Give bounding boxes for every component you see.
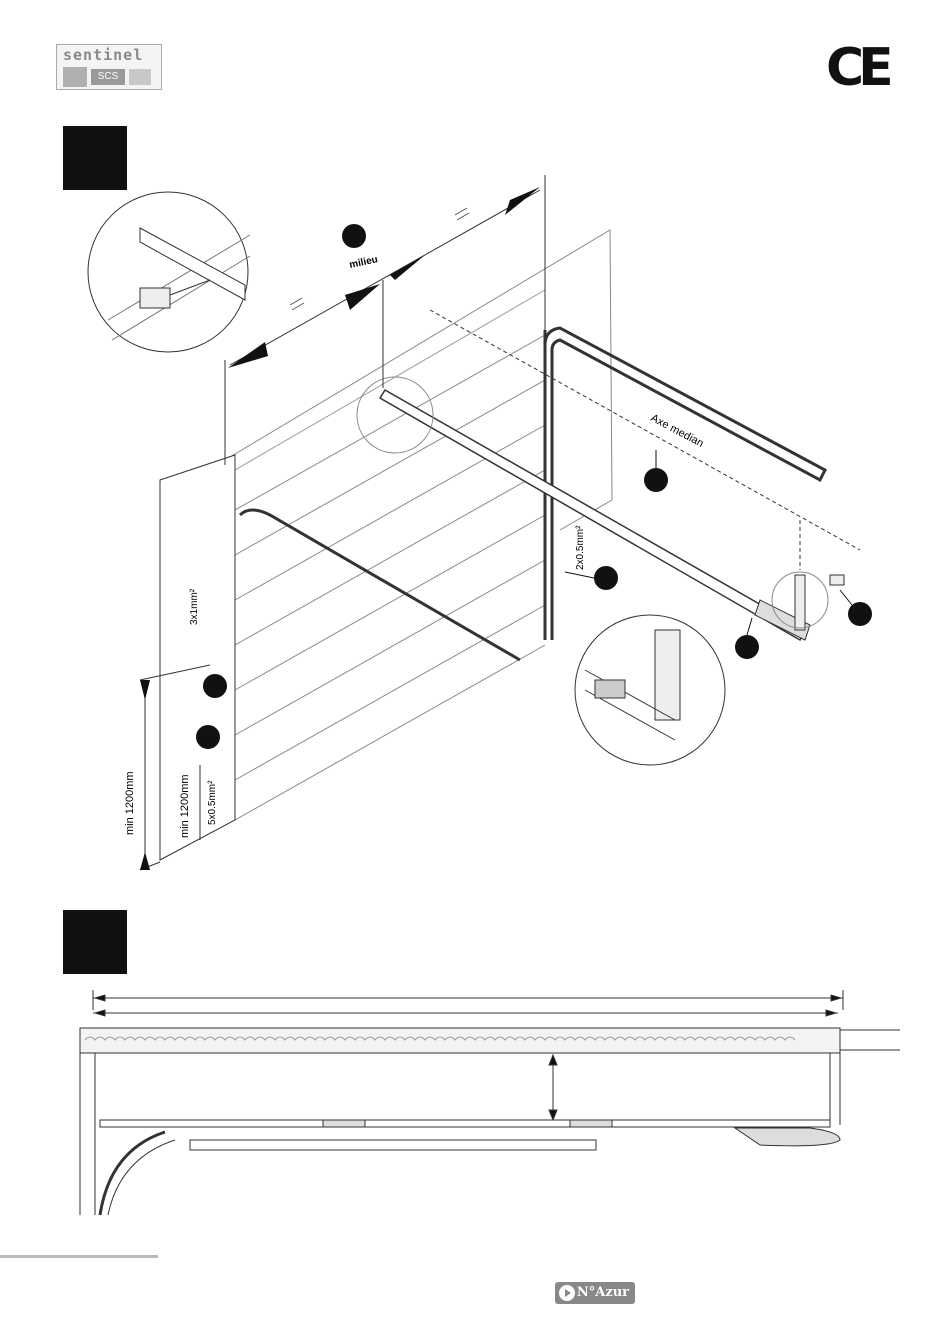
- arrow-mid-right-icon: [390, 255, 425, 280]
- callout-dot-milieu: [342, 224, 366, 248]
- arrow-left-icon: [228, 342, 268, 368]
- motor-detail-icon: [595, 680, 625, 698]
- numero-azur-badge: N°Azur: [555, 1282, 635, 1304]
- play-icon: [559, 1285, 575, 1301]
- label-wire-3x1: 3x1mm²: [189, 588, 200, 625]
- section-drawing: [80, 990, 900, 1215]
- arrow-mid-left-icon: [345, 284, 380, 310]
- callout-dot-motor: [735, 635, 759, 659]
- bracket-detail-icon: [140, 288, 170, 308]
- label-milieu: milieu: [348, 254, 379, 271]
- callout-dot-antenna: [848, 602, 872, 626]
- motor-section-icon: [735, 1128, 840, 1146]
- callout-dot-axe: [644, 468, 668, 492]
- azur-label: N°Azur: [577, 1285, 629, 1300]
- label-min-1200-main: min 1200mm: [124, 771, 136, 835]
- arrow-down-icon: [140, 852, 150, 870]
- arrow-right-icon: [505, 187, 540, 215]
- callout-dot-wall-switch: [203, 674, 227, 698]
- label-wire-2x05: 2x0.5mm²: [575, 525, 586, 570]
- arrow-up-icon: [140, 680, 150, 700]
- callout-dot-photocell: [196, 725, 220, 749]
- label-axe-median: Axe median: [649, 412, 706, 450]
- label-wire-5x05: 5x0.5mm²: [207, 780, 218, 825]
- label-min-1200-control: min 1200mm: [179, 774, 191, 838]
- footer-rule: [0, 1255, 158, 1258]
- callout-dot-wire-2x05: [594, 566, 618, 590]
- antenna-icon: [830, 575, 844, 585]
